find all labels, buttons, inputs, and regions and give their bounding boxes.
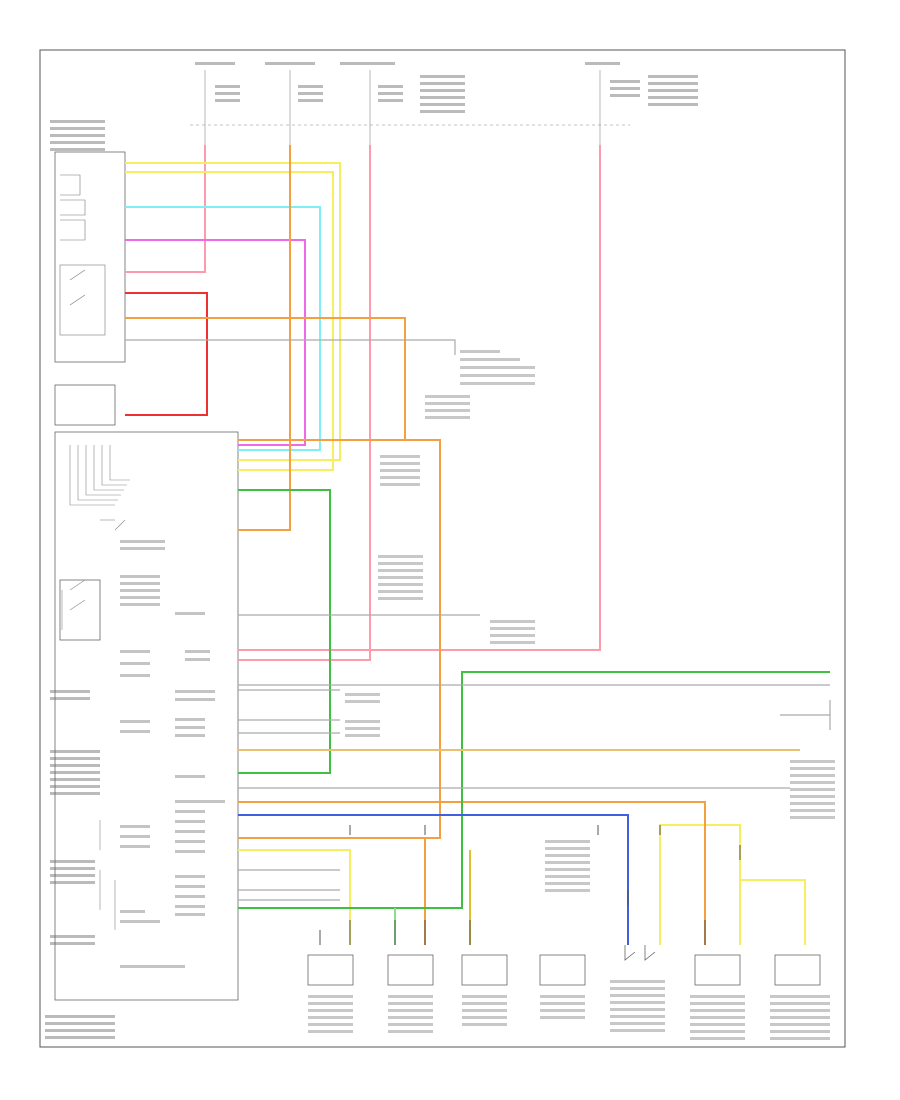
control-module-box [54,431,239,1001]
right-side-labels [345,350,835,892]
bottom-box-5 [694,954,741,986]
wire-orange-1 [125,317,406,441]
wire-yellow-2 [125,171,334,471]
gray-wires [125,339,831,901]
wire-orange-2 [238,145,291,531]
switch-module-box [54,151,126,363]
wire-red [125,292,208,416]
left-lower-labels [45,690,115,1039]
top-fuse-taps [190,70,630,145]
control-module-pin-labels [120,540,225,968]
wire-yellow-4 [659,824,741,945]
wires [125,145,830,945]
wire-blue [238,814,629,945]
top-text-blocks [50,62,698,151]
wire-orange-4 [238,801,706,945]
wire-magenta [125,239,306,446]
connector-marks [319,825,741,945]
wire-pink-1 [125,145,206,273]
diagram-frame [39,49,846,1048]
bottom-box-3 [461,954,508,986]
wire-yellow-5 [740,879,806,945]
bottom-box-4 [539,954,586,986]
wire-pink-2 [238,145,371,661]
bottom-labels [308,980,830,1040]
left-sensor-box [59,579,101,641]
bottom-box-6 [774,954,821,986]
bottom-switch-symbol [624,945,656,961]
wire-green-1 [238,489,331,774]
bottom-components [307,945,821,986]
wire-yellow-3 [238,849,351,945]
bottom-box-1 [307,954,354,986]
bottom-box-2 [387,954,434,986]
switch-module-internals [59,174,106,336]
wire-orange-3 [238,439,441,839]
wire-lightblue [125,206,321,451]
module-internal-wiring [61,445,130,930]
left-switch-box [54,384,116,426]
wire-green-2 [238,671,830,909]
wire-pink-3 [238,145,601,651]
